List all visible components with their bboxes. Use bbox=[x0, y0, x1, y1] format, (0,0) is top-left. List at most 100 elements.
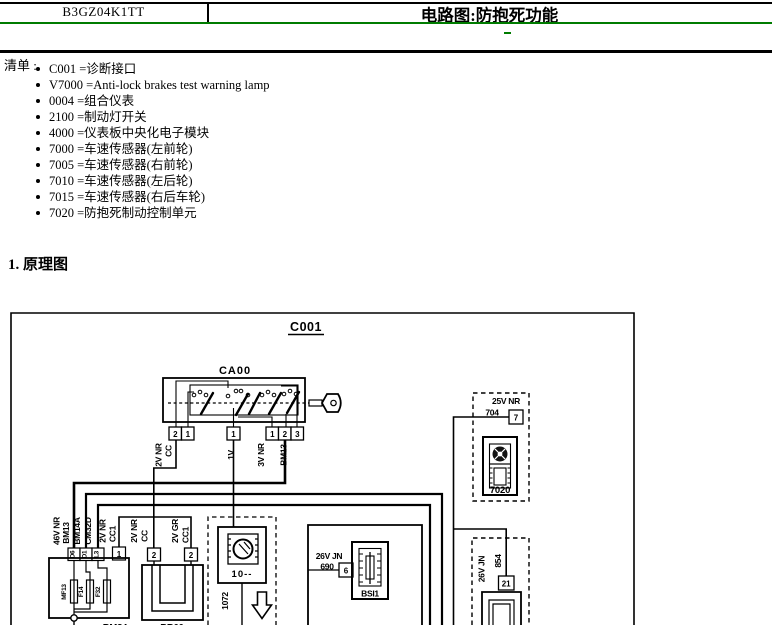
wiring-diagram: C001 CA00 bbox=[10, 312, 635, 625]
connector-label: C001 bbox=[290, 320, 322, 334]
wire-label: 26V JN bbox=[316, 551, 343, 561]
wire-bus-bm14a bbox=[84, 492, 444, 625]
wire-label: 2V NR bbox=[98, 519, 108, 543]
wire-label: 2V NR bbox=[154, 443, 164, 467]
list-item: V7000 =Anti-lock brakes test warning lam… bbox=[36, 77, 270, 93]
list-item-text: 7020 =防抱死制动控制单元 bbox=[49, 206, 197, 220]
right-component-box bbox=[481, 591, 522, 625]
bsi-component-box bbox=[351, 541, 389, 600]
list-item: 7000 =车速传感器(左前轮) bbox=[36, 141, 270, 157]
ecu-chip-icon bbox=[488, 463, 512, 489]
pin-box bbox=[497, 575, 515, 591]
list-item-text: V7000 =Anti-lock brakes test warning lam… bbox=[49, 78, 270, 92]
wire-label: 25V NR bbox=[492, 396, 520, 406]
junction-node bbox=[70, 614, 78, 622]
bullet-icon bbox=[36, 67, 40, 71]
wire-label: CC1 bbox=[181, 526, 191, 543]
switch-internal-wires bbox=[175, 380, 298, 427]
header-divider bbox=[207, 3, 209, 22]
pin-number: D1 bbox=[82, 550, 89, 558]
right-unit: 26V JN 854 21 bbox=[471, 537, 530, 625]
list-item: 7015 =车速传感器(右后车轮) bbox=[36, 189, 270, 205]
bullet-icon bbox=[36, 211, 40, 215]
wire-704 bbox=[452, 416, 509, 625]
wire-label: BM13 bbox=[279, 444, 289, 466]
battery-box: 2V NR CC 2V GR CC1 2 2 BB00 bbox=[129, 519, 204, 625]
switch-contacts bbox=[191, 388, 299, 399]
bullet-icon bbox=[36, 195, 40, 199]
pin-number: 2 bbox=[283, 430, 288, 439]
wire-cc1-loop bbox=[118, 516, 192, 548]
bullet-icon bbox=[36, 163, 40, 167]
fusebox-body bbox=[48, 557, 130, 619]
fuse-carrier-icon bbox=[358, 547, 382, 587]
wire-label: 46V NR bbox=[52, 517, 62, 545]
battery-inner-outline bbox=[151, 565, 194, 612]
abs-control-unit: 25V NR 704 7 7020 bbox=[472, 392, 530, 502]
pin-number: 3 bbox=[295, 430, 300, 439]
pin-number: 2 bbox=[173, 430, 178, 439]
abs-unit-dashed-box bbox=[472, 392, 530, 502]
header-top-rule bbox=[0, 2, 772, 4]
wire-label: 1V bbox=[226, 449, 236, 459]
ignition-switch-label: CA00 bbox=[219, 365, 251, 377]
right-unit-dashed-box bbox=[471, 537, 530, 625]
clock-module: 10-- 1072 bbox=[207, 516, 277, 625]
battery-inner-outline2 bbox=[159, 565, 186, 604]
list-item-text: 7005 =车速传感器(右前轮) bbox=[49, 158, 193, 172]
list-item: 4000 =仪表板中央化电子模块 bbox=[36, 125, 270, 141]
pin-number: 2 bbox=[189, 551, 194, 560]
pin-box bbox=[508, 409, 524, 425]
wire-label: 690 bbox=[320, 562, 334, 572]
list-item: 0004 =组合仪表 bbox=[36, 93, 270, 109]
clock-display-text: 10-- bbox=[232, 569, 253, 580]
component-list: C001 =诊断接口 V7000 =Anti-lock brakes test … bbox=[36, 61, 270, 221]
harness-wires bbox=[72, 416, 509, 625]
battery-body bbox=[141, 564, 204, 621]
down-arrow-icon bbox=[250, 591, 274, 620]
pin-number: 21 bbox=[502, 579, 511, 588]
wire-label: 26V JN bbox=[477, 556, 487, 583]
switch-inner-frame bbox=[189, 384, 299, 416]
component-number: 7020 bbox=[490, 485, 510, 496]
fuse-symbols bbox=[69, 560, 112, 615]
component-number-clipped: BB00 bbox=[160, 623, 184, 625]
fuse-box: 46V NR BM13 BM14A CM32D 2V NR CC1 D6 D1 … bbox=[48, 517, 130, 625]
list-item-text: C001 =诊断接口 bbox=[49, 62, 137, 76]
wire-label: 854 bbox=[493, 554, 503, 568]
wire-label: BM13 bbox=[61, 522, 71, 544]
wire-label: CC bbox=[164, 445, 174, 457]
wire-label: 704 bbox=[485, 408, 499, 418]
wire-2v-nr-cc bbox=[153, 440, 177, 548]
wire-854 bbox=[453, 528, 507, 576]
list-item-text: 4000 =仪表板中央化电子模块 bbox=[49, 126, 210, 140]
wire-46v-nr-bm13 bbox=[72, 440, 287, 548]
header-green-rule bbox=[0, 22, 772, 24]
list-item: 7005 =车速传感器(右前轮) bbox=[36, 157, 270, 173]
bullet-icon bbox=[36, 115, 40, 119]
fuse-label: F14 bbox=[78, 586, 85, 597]
list-item-text: 2100 =制动灯开关 bbox=[49, 110, 147, 124]
pin-number: 7 bbox=[514, 413, 519, 422]
fuse-label: MF13 bbox=[61, 584, 68, 600]
list-title: 清单 : bbox=[4, 58, 37, 73]
fuse-label: F32 bbox=[95, 586, 102, 597]
wire-label: 1072 bbox=[220, 592, 230, 610]
wire-bus-cm32d bbox=[96, 503, 432, 625]
list-item: 7010 =车速传感器(左后轮) bbox=[36, 173, 270, 189]
pin-number: 1 bbox=[117, 550, 122, 559]
pin-number: 6 bbox=[344, 566, 349, 575]
pin-number: 1 bbox=[231, 430, 236, 439]
wire-label: 2V GR bbox=[170, 519, 180, 543]
key-icon bbox=[308, 393, 342, 413]
list-item-text: 7010 =车速传感器(左后轮) bbox=[49, 174, 193, 188]
clock-symbol-icon bbox=[227, 533, 259, 565]
pin-number: 1 bbox=[270, 430, 275, 439]
pin-number: D6 bbox=[70, 550, 77, 558]
component-name: BSI1 bbox=[361, 589, 379, 599]
bullet-icon bbox=[36, 99, 40, 103]
bullet-icon bbox=[36, 147, 40, 151]
page-title: 电路图:防抱死功能 bbox=[420, 6, 559, 25]
list-item-text: 7015 =车速传感器(右后车轮) bbox=[49, 190, 206, 204]
